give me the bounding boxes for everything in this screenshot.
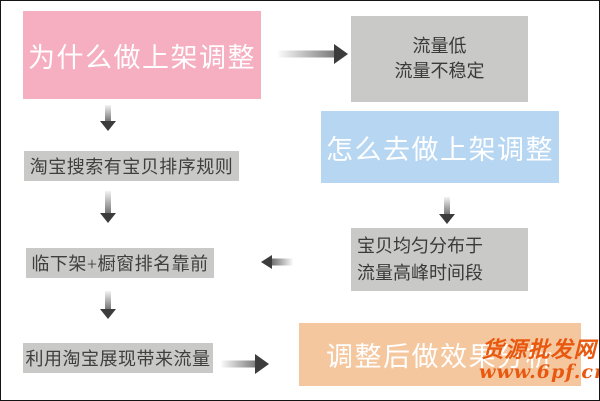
box-how-adjust: 怎么去做上架调整 [321,111,559,183]
arrow-shaft [278,50,335,58]
arrow-shaft [444,197,450,215]
watermark-site-url: www.6pf.cn [479,361,600,384]
box-near-offshelf-label: 临下架+橱窗排名靠前 [31,254,209,274]
box-how-adjust-label: 怎么去做上架调整 [326,134,554,165]
box-use-taobao-display-label: 利用淘宝展现带来流量 [25,349,211,369]
arrow-shaft [105,191,111,214]
box-traffic-low-line2: 流量不稳定 [394,61,485,81]
box-use-taobao-display: 利用淘宝展现带来流量 [23,343,213,373]
arrow-right-icon [278,44,348,64]
arrow-head [100,309,116,319]
arrow-right-icon [221,354,269,374]
box-evenly-distributed-line2: 流量高峰时间段 [357,262,483,283]
arrow-down-icon [100,105,116,131]
box-why-adjust-label: 为什么做上架调整 [28,42,256,73]
arrow-down-icon [100,291,116,319]
arrow-down-icon [439,197,455,224]
arrow-head [334,44,348,64]
box-taobao-search-rule: 淘宝搜索有宝贝排序规则 [24,151,239,181]
box-taobao-search-rule-label: 淘宝搜索有宝贝排序规则 [29,157,234,177]
arrow-head [255,354,269,374]
arrow-down-icon [100,191,116,223]
box-near-offshelf: 临下架+橱窗排名靠前 [26,248,214,278]
arrow-head [100,121,116,131]
arrow-shaft [221,360,256,368]
arrow-head [100,213,116,223]
box-effect-analysis: 调整后做效果分析 [299,323,581,386]
box-traffic-low: 流量低 流量不稳定 [351,16,528,102]
arrow-head [439,214,455,224]
watermark-site-name: 货源批发网 [481,337,597,363]
arrow-shaft [271,258,293,266]
box-evenly-distributed: 宝贝均匀分布于 流量高峰时间段 [351,228,528,291]
box-evenly-distributed-line1: 宝贝均匀分布于 [357,235,483,256]
box-traffic-low-line1: 流量低 [412,36,467,56]
arrow-shaft [105,105,111,122]
arrow-head [261,255,272,269]
box-why-adjust: 为什么做上架调整 [23,11,261,99]
arrow-shaft [105,291,111,310]
box-effect-analysis-label: 调整后做效果分析 [326,342,554,372]
site-watermark: 货源批发网 www.6pf.cn [479,338,599,383]
arrow-left-icon [261,255,293,269]
